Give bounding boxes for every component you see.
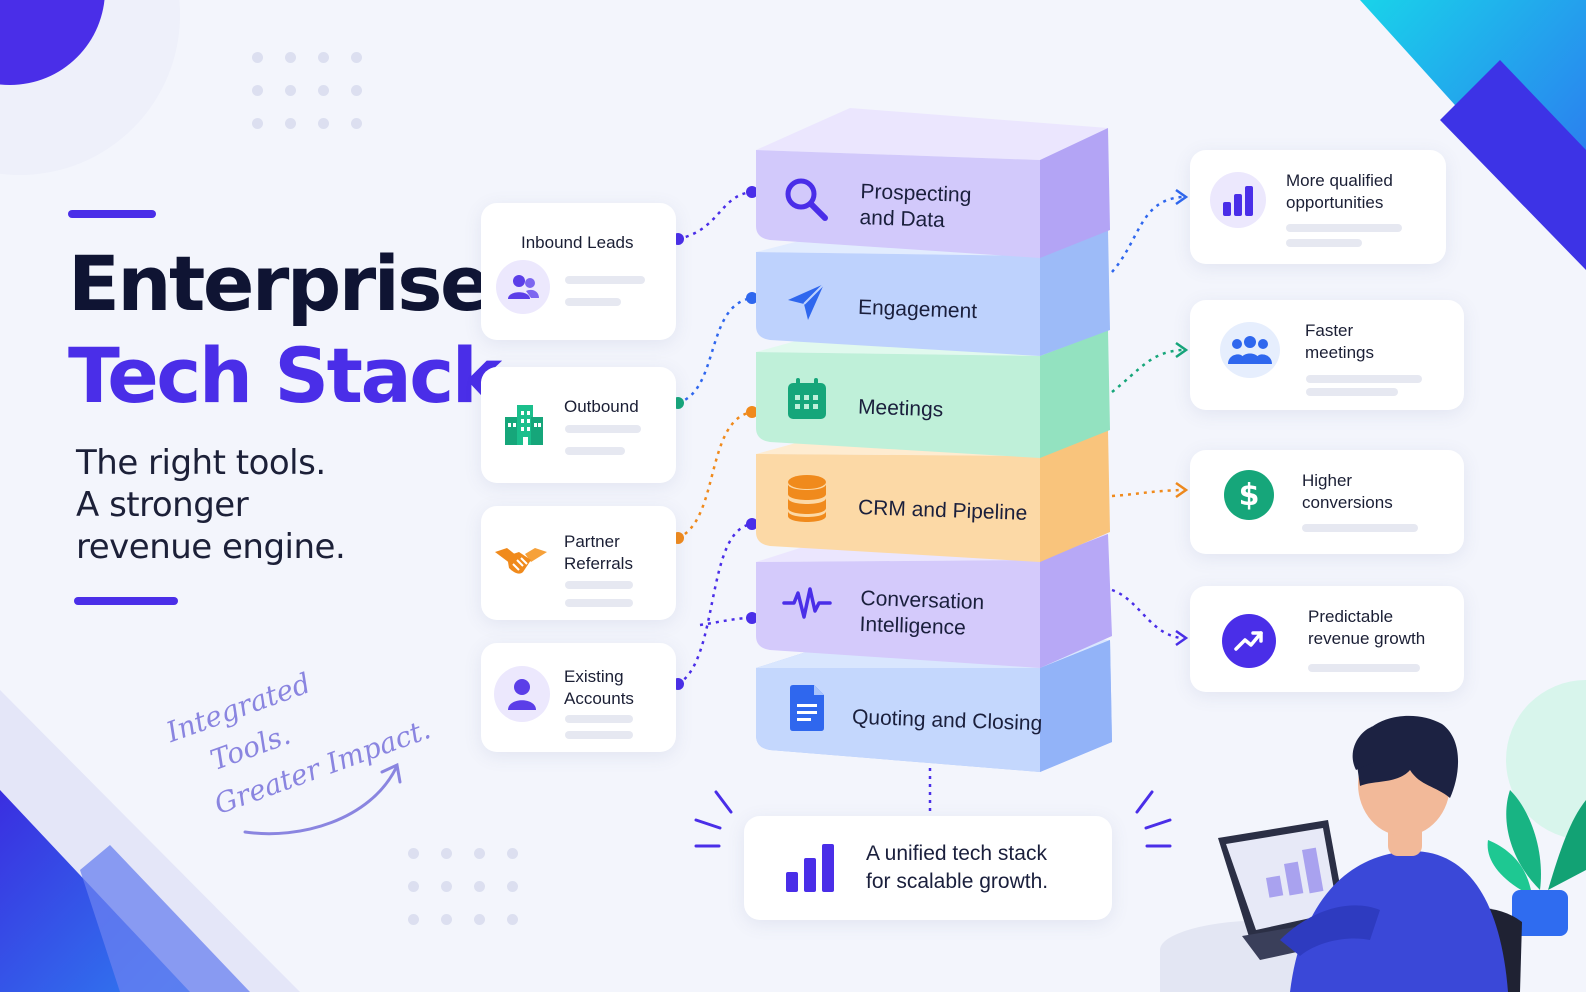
tagline-line-3: revenue engine. (76, 527, 346, 567)
decor-dot (408, 848, 419, 859)
outcome-card-label: Higher conversions (1302, 471, 1393, 513)
placeholder-line (565, 731, 633, 739)
decor-dot (474, 848, 485, 859)
decor-dot (318, 52, 329, 63)
person-illustration (1160, 715, 1586, 992)
dot-grid-top (252, 52, 372, 132)
tagline-line-1: The right tools. (76, 443, 326, 483)
placeholder-line (565, 447, 625, 455)
placeholder-line (1308, 664, 1420, 672)
decor-dot (474, 881, 485, 892)
users-icon (496, 260, 550, 314)
decor-dot (408, 914, 419, 925)
placeholder-line (1286, 224, 1402, 232)
placeholder-line (565, 298, 621, 306)
decor-dot (507, 848, 518, 859)
placeholder-line (565, 599, 633, 607)
decor-dot (252, 52, 263, 63)
input-card-label: Existing Accounts (564, 667, 634, 709)
outcome-card-label: Faster meetings (1305, 321, 1374, 363)
decor-dot (441, 848, 452, 859)
summary-text: A unified tech stack for scalable growth… (866, 842, 1049, 894)
search-icon (783, 176, 829, 227)
decor-dot (318, 85, 329, 96)
input-card-label: Inbound Leads (521, 233, 634, 252)
stack-label-engagement: Engagement (857, 295, 978, 324)
waveform-icon (782, 585, 832, 626)
placeholder-line (1306, 388, 1398, 396)
input-card-partner-referrals: Partner Referrals (481, 506, 676, 620)
handwritten-arrow (243, 762, 402, 836)
stack-label-meetings: Meetings (857, 395, 944, 422)
decor-dot (351, 85, 362, 96)
decor-dot (507, 881, 518, 892)
input-card-outbound: Outbound (481, 367, 676, 483)
title-line-2: Tech Stack (68, 331, 502, 420)
outcome-card-faster-meetings: Faster meetings (1190, 300, 1464, 410)
input-card-label: Partner Referrals (564, 532, 633, 574)
summary-card: A unified tech stack for scalable growth… (744, 816, 1112, 920)
placeholder-line (1286, 239, 1362, 247)
decor-dot (408, 881, 419, 892)
placeholder-line (1302, 524, 1418, 532)
decor-dot (474, 914, 485, 925)
bar-chart-icon (784, 842, 836, 899)
title-accent-bar-top (68, 210, 156, 218)
dot-grid-bottom (408, 848, 528, 928)
outcome-card-higher-conversions: $ Higher conversions (1190, 450, 1464, 554)
document-icon (788, 684, 826, 737)
decor-dot (441, 881, 452, 892)
title-line-1: Enterprise (68, 239, 492, 328)
tagline-line-2: A stronger (76, 485, 249, 525)
placeholder-line (565, 715, 633, 723)
trend-up-icon (1222, 614, 1276, 668)
user-icon (494, 666, 550, 722)
decor-dot (252, 85, 263, 96)
placeholder-line (1306, 375, 1422, 383)
placeholder-line (565, 425, 641, 433)
outcome-card-label: More qualified opportunities (1286, 171, 1393, 213)
decor-dot (285, 85, 296, 96)
placeholder-line (565, 581, 633, 589)
input-card-label: Outbound (564, 397, 639, 416)
stack-label-prospecting-and-data: Prospecting and Data (859, 180, 972, 233)
outcome-card-label: Predictable revenue growth (1308, 607, 1426, 649)
dollar-glyph: $ (1238, 477, 1260, 513)
decor-dot (285, 118, 296, 129)
send-icon (784, 280, 828, 329)
bar-chart-icon (1210, 172, 1266, 228)
decor-dot (318, 118, 329, 129)
decor-dot (441, 914, 452, 925)
decor-dot (285, 52, 296, 63)
outcome-card-predictable-revenue-growth: Predictable revenue growth (1190, 586, 1464, 692)
team-icon (1220, 322, 1280, 378)
stack-label-conversation-intelligence: Conversation Intelligence (859, 586, 985, 640)
outcome-card-qualified-opportunities: More qualified opportunities (1190, 150, 1446, 264)
calendar-icon (786, 377, 828, 426)
decor-dot (507, 914, 518, 925)
input-card-existing-accounts: Existing Accounts (481, 643, 676, 752)
decor-dot (351, 118, 362, 129)
tagline-accent-bar (74, 597, 178, 605)
placeholder-line (565, 276, 645, 284)
dollar-icon: $ (1224, 470, 1274, 520)
decor-dot (351, 52, 362, 63)
building-icon (499, 403, 547, 452)
input-card-inbound-leads: Inbound Leads (481, 203, 676, 340)
decor-dot (252, 118, 263, 129)
handshake-icon (493, 542, 549, 587)
stack-block-prospecting-and-data (756, 108, 1110, 258)
database-icon (786, 474, 828, 529)
